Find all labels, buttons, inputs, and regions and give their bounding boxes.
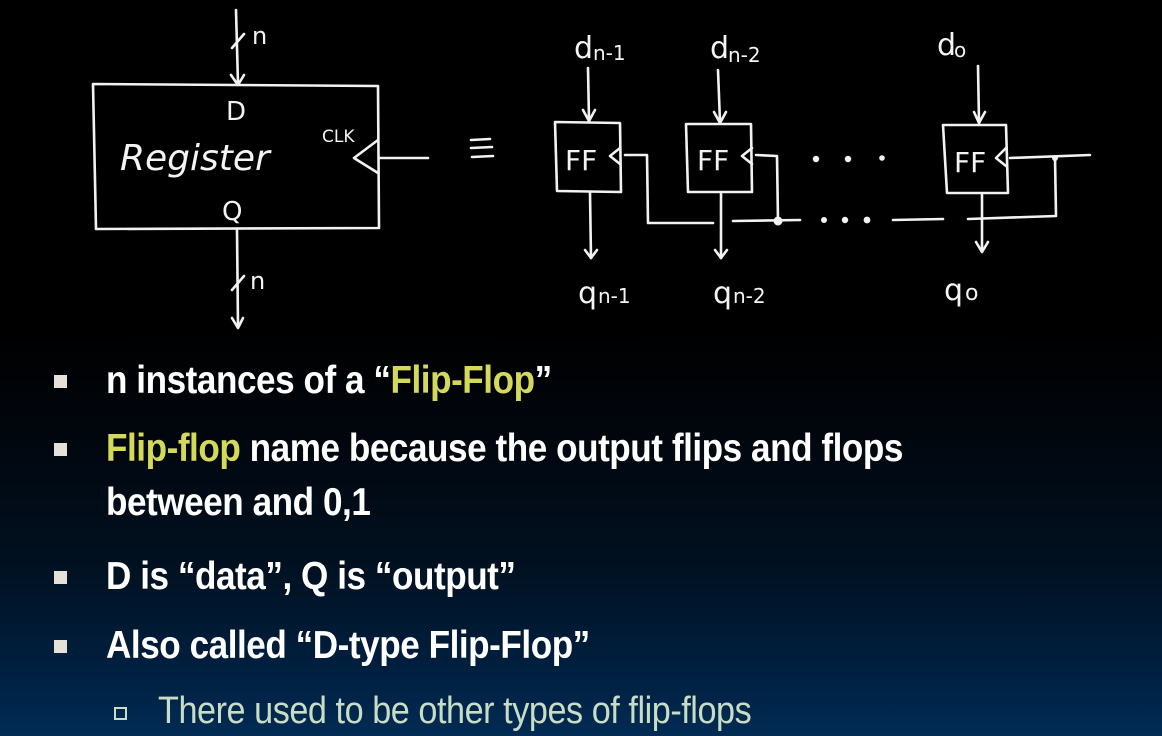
wire-junctions [773,155,1058,226]
bullet-square-icon [54,375,67,388]
highlight-term: Flip-Flop [390,359,535,402]
bullet-text: Flip-flop name because the output flips … [106,427,903,470]
bullet-square-icon [54,571,67,584]
ff-n-input-label: d o [937,28,966,63]
ff-2-label: FF [697,144,729,177]
flip-flop-2 [684,68,802,260]
svg-text:d: d [937,28,956,63]
hollow-square-bullet-icon [114,707,127,720]
register-block [91,8,430,330]
svg-text:d: d [710,31,729,66]
ff-1-output-label: q n-1 [578,276,631,311]
svg-text:o: o [954,38,966,62]
register-q-port: Q [222,197,242,227]
svg-text:q: q [713,276,732,311]
svg-text:n-1: n-1 [593,41,626,65]
bullet-text: n instances of a “Flip-Flop” [106,359,552,402]
bullet-square-icon [54,640,67,653]
bullet-text: Also called “D-type Flip-Flop” [106,624,590,667]
svg-text:n-2: n-2 [728,43,761,67]
highlight-term: Flip-flop [106,427,241,470]
ff-2-input-label: d n-2 [710,31,761,67]
ff-1-input-label: d n-1 [574,31,626,66]
svg-text:o: o [965,281,978,306]
sub-bullet-text: There used to be other types of flip-flo… [158,690,752,732]
bullet-text: D is “data”, Q is “output” [106,555,516,598]
ff-n-label: FF [954,146,986,179]
flip-flop-n [891,64,1092,254]
ff-n-output-label: q o [944,273,978,308]
svg-text:n-1: n-1 [598,284,631,308]
svg-text:d: d [574,31,593,66]
equivalence-symbol [469,137,495,159]
flip-flop-1 [553,66,715,260]
ff-1-label: FF [565,144,597,177]
ff-2-output-label: q n-2 [713,276,766,311]
register-label: Register [120,138,272,179]
ellipsis-dots [812,155,885,224]
bullet-text-continuation: between and 0,1 [106,481,371,524]
svg-text:q: q [944,273,963,308]
register-diagram: n D Register CLK Q n FF FF FF d n-1 d n-… [0,0,1162,340]
register-d-port: D [226,97,246,127]
register-input-width: n [252,22,267,50]
bullet-square-icon [54,443,67,456]
svg-text:q: q [578,276,597,311]
register-output-width: n [250,267,265,295]
svg-text:n-2: n-2 [733,284,766,308]
register-clk-port: CLK [322,127,355,147]
